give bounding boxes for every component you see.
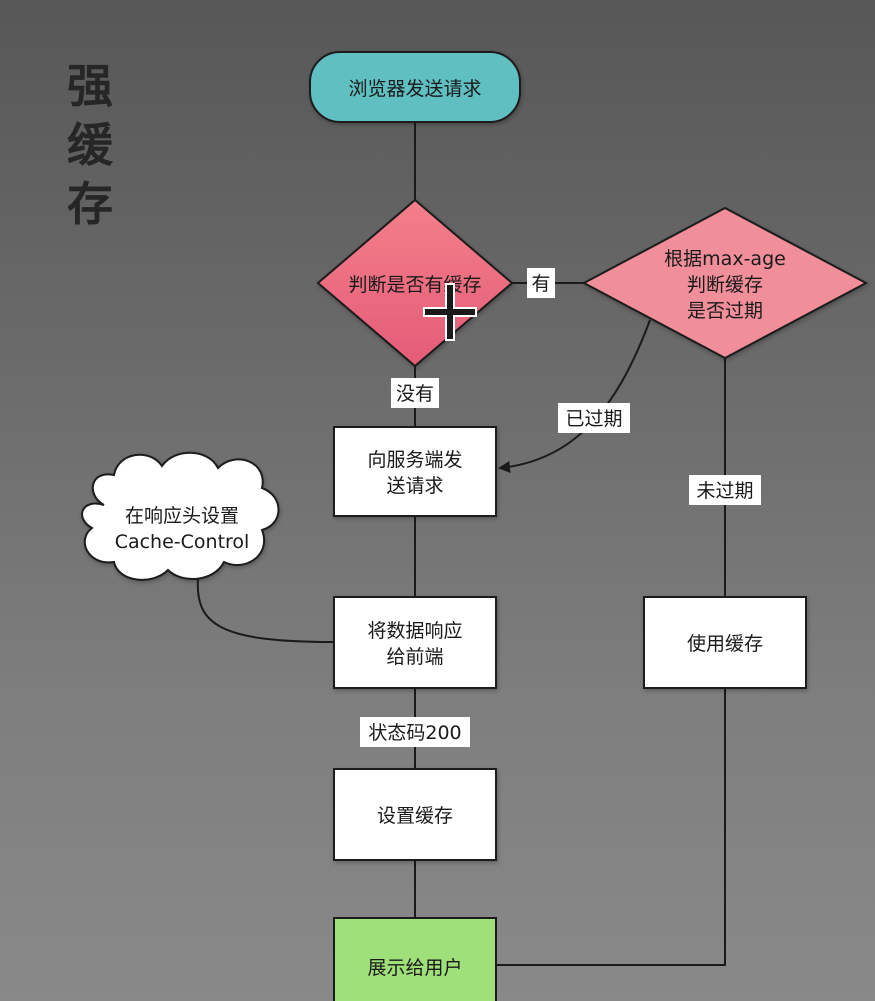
node-label-line: Cache-Control xyxy=(115,531,250,553)
edge-label-no: 没有 xyxy=(391,378,439,408)
page-title-char: 强 xyxy=(67,59,113,113)
node-label-line: 使用缓存 xyxy=(687,633,763,655)
edge-usecache-to-show xyxy=(497,688,726,966)
page-title-char: 存 xyxy=(67,177,113,231)
page-title: 强缓存 xyxy=(67,59,114,231)
node-label-line: 将数据响应 xyxy=(367,620,462,642)
node-has-cache-decision: 判断是否有缓存 xyxy=(316,198,514,368)
edge-label-yes: 有 xyxy=(527,268,555,298)
node-start: 浏览器发送请求 xyxy=(309,51,521,123)
node-label-line: 在响应头设置 xyxy=(125,505,239,527)
svg-text:没有: 没有 xyxy=(396,383,434,405)
node-label-line: 展示给用户 xyxy=(367,957,462,979)
svg-text:有: 有 xyxy=(531,273,550,295)
node-label-line: 给前端 xyxy=(386,646,443,668)
edge-label-status: 状态码200 xyxy=(360,717,470,747)
node-label-line: 是否过期 xyxy=(687,300,763,322)
node-use-cache: 使用缓存 xyxy=(643,596,807,689)
node-label-line: 判断缓存 xyxy=(687,274,763,296)
svg-text:未过期: 未过期 xyxy=(696,480,753,502)
node-label-line: 设置缓存 xyxy=(377,805,453,827)
node-label-line: 根据max-age xyxy=(664,248,786,270)
node-label-line: 浏览器发送请求 xyxy=(348,78,481,100)
node-show-user: 展示给用户 xyxy=(333,917,497,1001)
node-label-line: 判断是否有缓存 xyxy=(348,274,481,296)
page-title-char: 缓 xyxy=(67,118,114,172)
node-label-line: 送请求 xyxy=(386,475,443,497)
edge-note-connector xyxy=(196,577,335,643)
svg-text:状态码200: 状态码200 xyxy=(368,722,461,744)
node-label-line: 向服务端发 xyxy=(367,449,462,471)
node-set-cache: 设置缓存 xyxy=(333,768,497,861)
edge-expired xyxy=(498,319,651,473)
crosshair-cursor-icon xyxy=(423,283,477,341)
edge-label-not-expired: 未过期 xyxy=(689,475,761,505)
svg-text:已过期: 已过期 xyxy=(565,408,622,430)
edge-label-expired: 已过期 xyxy=(558,403,630,433)
node-note-cloud: 在响应头设置 Cache-Control xyxy=(81,451,280,581)
